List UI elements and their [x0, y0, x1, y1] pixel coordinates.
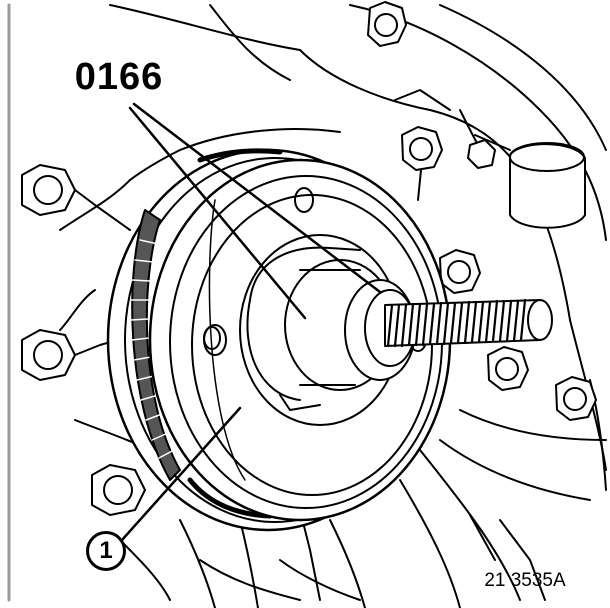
bolt [439, 249, 481, 294]
figure-reference-label: 21 3535A [484, 569, 566, 591]
tool-number-label: 0166 [58, 52, 180, 102]
bolt [401, 126, 443, 201]
leader-lines [120, 102, 382, 542]
leader-line-part [120, 406, 242, 542]
bolt [367, 1, 407, 47]
housing-bolts [21, 1, 597, 516]
threaded-spindle [384, 298, 553, 348]
part-number-callout: 1 [86, 531, 126, 571]
leader-line-tool-spindle [132, 102, 382, 294]
bolt [91, 464, 146, 516]
bolt [21, 164, 131, 231]
bolt [487, 346, 529, 391]
bolt [467, 139, 496, 169]
bolt [555, 376, 597, 421]
leader-line-tool-hub [128, 106, 307, 320]
stud [509, 142, 586, 229]
